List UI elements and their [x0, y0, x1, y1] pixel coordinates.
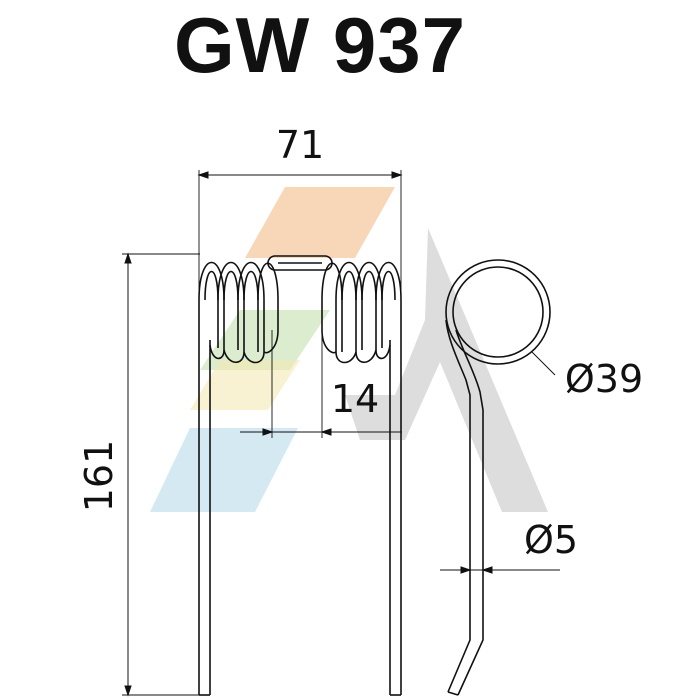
gap-dimension-label: 14 [331, 377, 379, 421]
spring-side-view [445, 259, 551, 696]
right-coil-turn-4 [321, 262, 343, 354]
watermark-orange-stripe [245, 187, 395, 258]
height-dimension-label: 161 [77, 440, 121, 513]
coil-diameter-leader [531, 351, 556, 376]
watermark-yellow-stripe [190, 360, 300, 410]
watermark-gray-letter [345, 228, 548, 512]
side-leg-right [455, 329, 484, 696]
spring-front-view [198, 255, 402, 696]
right-coil-turn-3-inner [341, 270, 357, 352]
coil-connecting-bar [267, 255, 333, 271]
side-coil-outer [445, 259, 551, 365]
wire-diameter-label: Ø5 [524, 518, 578, 562]
width-dimension-label: 71 [276, 123, 324, 167]
watermark-green-stripe [200, 310, 330, 370]
right-coil-turn-2-inner [361, 270, 377, 350]
watermark-blue-stripe [150, 428, 298, 512]
side-leg-left [445, 319, 471, 693]
watermark-logo [150, 187, 548, 512]
coil-diameter-label: Ø39 [565, 357, 643, 401]
left-coil-turn-4 [257, 262, 279, 354]
dimension-lines [122, 170, 560, 697]
right-coil-turn-3 [335, 261, 363, 364]
side-coil-inner [452, 266, 544, 358]
left-coil-turn-1-inner [204, 270, 219, 348]
part-number-title: GW 937 [173, 1, 467, 89]
right-coil-turn-1-inner [381, 270, 396, 348]
left-coil-turn-3 [237, 261, 265, 364]
